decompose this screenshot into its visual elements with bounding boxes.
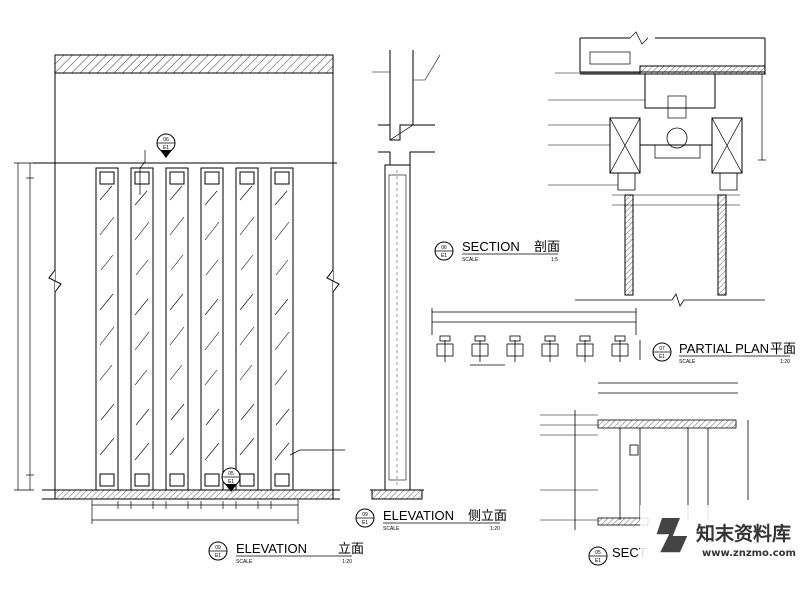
plan-fin <box>576 335 594 362</box>
scale-label: SCALE <box>462 257 479 263</box>
column-panels <box>95 167 294 491</box>
scale-label: SCALE <box>383 526 400 532</box>
side-floor <box>371 489 423 500</box>
section-bottom-title-block: 05 E1 SECT <box>588 545 647 566</box>
fin-right <box>717 194 727 296</box>
plan-fin <box>471 335 489 362</box>
column-panel <box>95 167 119 491</box>
plan-fin <box>541 335 559 362</box>
view-number: 09 <box>362 512 368 518</box>
view-title: PARTIAL PLAN <box>679 341 769 356</box>
view-sheet: E1 <box>362 520 368 526</box>
callout-number: 05 <box>228 471 234 477</box>
partial-plan <box>431 308 641 366</box>
side-elevation <box>370 50 441 500</box>
side-elevation-title-block: 09 E1 ELEVATION 侧立面 SCALE 1:20 <box>355 508 507 532</box>
view-title: SECT <box>612 545 647 560</box>
view-sheet: E1 <box>441 253 447 259</box>
scale-value: 1:5 <box>551 257 558 263</box>
view-title-cn: 剖面 <box>534 239 560 254</box>
section-top-title-block: 06 E1 SECTION 剖面 SCALE 1:5 <box>434 239 560 263</box>
view-number: 07 <box>659 346 665 352</box>
view-number: 09 <box>215 545 221 551</box>
scale-value: 1:20 <box>780 359 790 365</box>
floor-hatch <box>54 489 334 500</box>
view-number: 06 <box>441 245 447 251</box>
fin-left <box>624 194 634 296</box>
section-callout-top: 06 E1 <box>156 133 176 158</box>
watermark-text: 知末资料库 <box>696 522 791 545</box>
watermark-url: www.znzmo.com <box>702 548 796 559</box>
top-hatch-band <box>639 65 766 75</box>
scale-value: 1:20 <box>490 526 500 532</box>
view-title-cn: 平面 <box>770 341 796 356</box>
main-elevation <box>33 54 340 500</box>
scale-label: SCALE <box>679 359 696 365</box>
plan-fin <box>436 335 454 362</box>
light-fixture <box>666 127 688 149</box>
view-sheet: E1 <box>595 558 601 564</box>
scale-label: SCALE <box>236 559 253 565</box>
column-panel <box>130 167 154 491</box>
scale-value: 1:20 <box>342 559 352 565</box>
top-bar <box>597 419 737 429</box>
section-callout-bottom: 05 E1 <box>221 467 241 492</box>
view-sheet: E1 <box>215 553 221 559</box>
callout-number: 06 <box>163 137 169 143</box>
callout-sheet: E1 <box>163 145 169 151</box>
callout-sheet: E1 <box>228 479 234 485</box>
ceiling-band <box>54 54 334 74</box>
view-title-cn: 立面 <box>338 541 364 556</box>
partial-plan-title-block: 07 E1 PARTIAL PLAN 平面 SCALE 1:20 <box>652 341 796 365</box>
view-title-cn: 侧立面 <box>468 508 507 523</box>
column-panel <box>165 167 189 491</box>
watermark-logo-icon <box>656 518 688 553</box>
elevation-title-block: 09 E1 ELEVATION 立面 SCALE 1:20 <box>208 541 364 565</box>
column-panel <box>235 167 259 491</box>
elevation-leaders <box>139 150 345 456</box>
plan-fin <box>611 335 629 362</box>
view-number: 05 <box>595 550 601 556</box>
watermark: 知末资料库 www.znzmo.com <box>640 505 800 567</box>
view-title: ELEVATION <box>383 508 454 523</box>
elevation-height-dimension <box>14 162 34 491</box>
column-panel <box>270 167 294 491</box>
view-sheet: E1 <box>659 354 665 360</box>
column-panel <box>200 167 224 491</box>
elevation-width-dimensions <box>91 500 299 524</box>
plan-fin <box>506 335 524 362</box>
view-title: SECTION <box>462 239 520 254</box>
section-detail-bottom <box>540 382 749 530</box>
view-title: ELEVATION <box>236 541 307 556</box>
section-detail-top <box>548 31 766 307</box>
